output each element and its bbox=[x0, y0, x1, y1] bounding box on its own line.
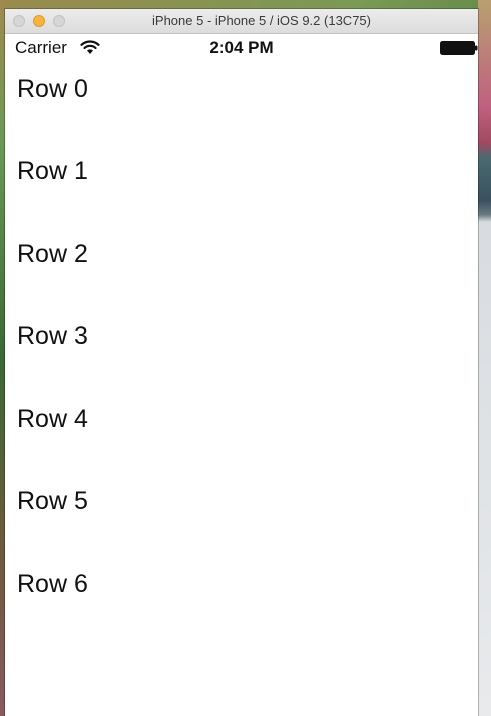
table-view[interactable]: Row 0 Row 1 Row 2 Row 3 Row 4 Row 5 Row … bbox=[5, 61, 478, 716]
ios-status-bar: Carrier 2:04 PM bbox=[5, 34, 478, 61]
desktop-background-left bbox=[0, 0, 5, 716]
window-title: iPhone 5 - iPhone 5 / iOS 9.2 (13C75) bbox=[152, 13, 371, 28]
close-button[interactable] bbox=[13, 15, 25, 27]
row-label: Row 0 bbox=[17, 75, 88, 103]
window-titlebar[interactable]: iPhone 5 - iPhone 5 / iOS 9.2 (13C75) bbox=[5, 9, 478, 34]
table-row[interactable]: Row 0 bbox=[5, 61, 478, 143]
row-label: Row 3 bbox=[17, 322, 88, 350]
table-row[interactable]: Row 1 bbox=[5, 143, 478, 225]
table-row[interactable]: Row 2 bbox=[5, 226, 478, 308]
minimize-button[interactable] bbox=[33, 15, 45, 27]
row-label: Row 4 bbox=[17, 405, 88, 433]
table-row[interactable]: Row 3 bbox=[5, 308, 478, 390]
desktop-background-right bbox=[478, 0, 491, 716]
status-time: 2:04 PM bbox=[209, 38, 274, 57]
carrier-label: Carrier bbox=[15, 38, 67, 57]
table-row[interactable]: Row 6 bbox=[5, 556, 478, 638]
table-row[interactable]: Row 4 bbox=[5, 391, 478, 473]
row-label: Row 5 bbox=[17, 487, 88, 515]
row-label: Row 6 bbox=[17, 570, 88, 598]
battery-icon bbox=[440, 41, 478, 55]
simulator-window: iPhone 5 - iPhone 5 / iOS 9.2 (13C75) Ca… bbox=[5, 9, 478, 716]
row-label: Row 1 bbox=[17, 157, 88, 185]
wifi-icon bbox=[80, 40, 100, 54]
row-label: Row 2 bbox=[17, 240, 88, 268]
zoom-button[interactable] bbox=[53, 15, 65, 27]
table-row[interactable]: Row 5 bbox=[5, 473, 478, 555]
